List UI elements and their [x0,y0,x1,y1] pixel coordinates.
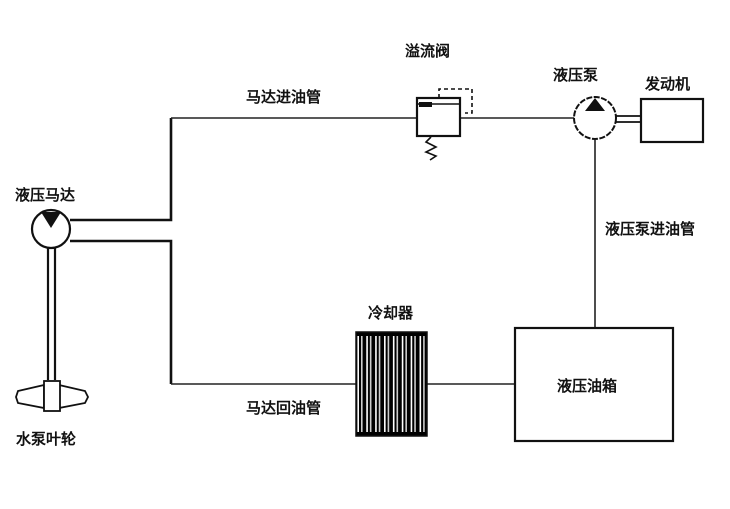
engine-label: 发动机 [644,75,690,93]
motor-return-pipe-label: 马达回油管 [246,399,321,417]
motor-inlet-pipe-vertical [70,118,173,222]
impeller-blade-right [58,383,90,410]
cooler [355,331,428,437]
hydraulic-motor [30,208,72,250]
relief-valve-flow-arrow-icon [419,102,432,107]
hydraulic-pump [573,96,617,140]
relief-valve-pilot-line [438,88,473,114]
pump-inlet-pipe-label: 液压泵进油管 [605,220,695,238]
motor-return-pipe [70,239,516,385]
engine [639,97,705,144]
hydraulic-motor-label: 液压马达 [15,186,75,204]
relief-valve-spring-icon [424,136,438,161]
motor-shaft [46,248,57,380]
relief-valve [415,88,473,161]
cooler-label: 冷却器 [368,304,414,322]
hydraulic-motor-circle [30,208,72,250]
motor-inlet-pipe [70,117,574,222]
engine-shaft [616,115,641,123]
impeller-blade-left [15,383,45,410]
hydraulic-pump-circle [573,96,617,140]
relief-valve-label: 溢流阀 [405,42,450,60]
motor-inlet-pipe-label: 马达进油管 [246,88,321,106]
hydraulic-tank [513,326,675,443]
motor-return-pipe-vertical [70,239,173,384]
hydraulic-pump-label: 液压泵 [553,66,598,84]
hydraulic-motor-triangle-icon [41,212,61,228]
hydraulic-tank-label: 液压油箱 [557,377,617,395]
water-pump-impeller-label: 水泵叶轮 [16,430,76,448]
hydraulic-pump-triangle-icon [585,98,605,111]
impeller-hub [43,380,61,412]
water-pump-impeller [15,380,90,412]
